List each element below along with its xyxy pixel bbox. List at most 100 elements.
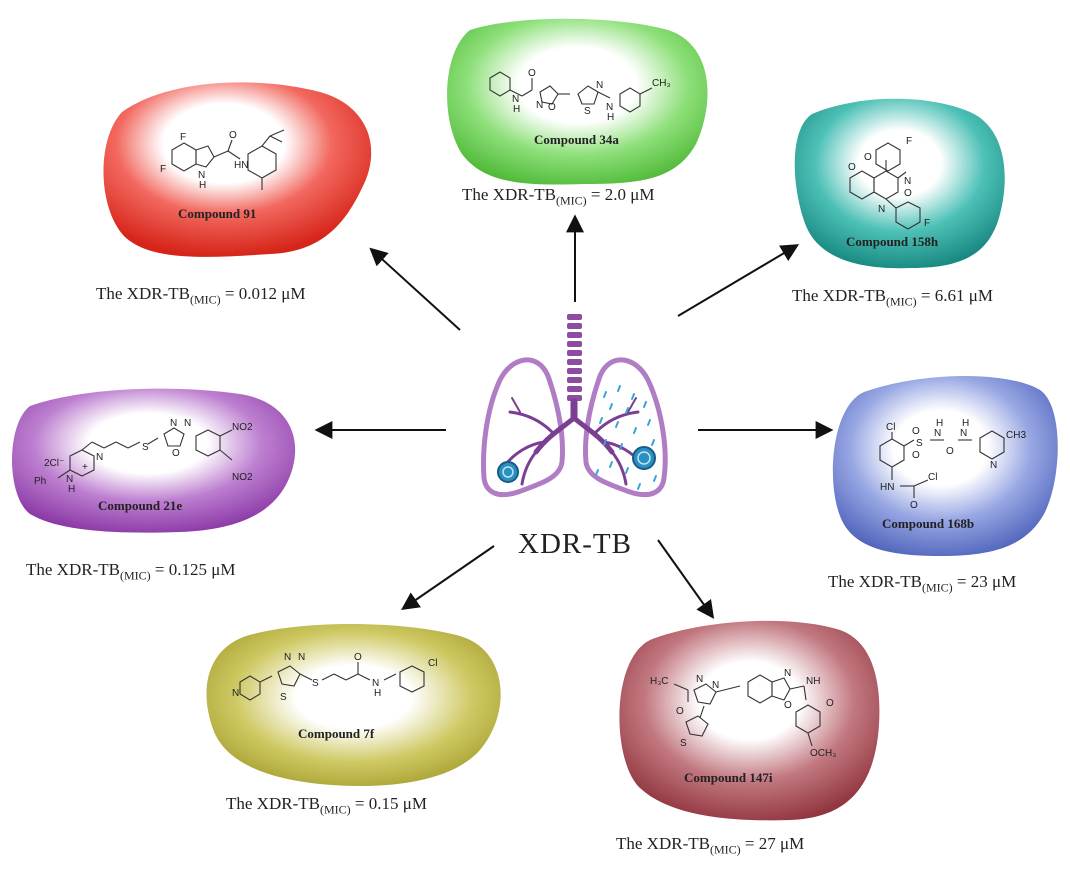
- compound-21e-mic: The XDR-TB(MIC) = 0.125 μM: [26, 560, 235, 583]
- svg-text:N: N: [66, 474, 73, 485]
- svg-text:F: F: [924, 218, 930, 229]
- svg-text:N: N: [596, 80, 603, 91]
- svg-text:N: N: [232, 688, 239, 699]
- arrows: [314, 214, 834, 619]
- svg-text:H: H: [513, 104, 520, 115]
- svg-text:N: N: [934, 428, 941, 439]
- svg-text:S: S: [916, 438, 923, 449]
- svg-text:H: H: [607, 112, 614, 123]
- svg-text:N: N: [536, 100, 543, 111]
- compound-21e-atoms: NO2 NO2 N N O S N 2Cl⁻ Ph N H +: [34, 418, 253, 495]
- mic-value: = 23 μM: [952, 572, 1017, 591]
- bronchi-icon: [504, 397, 644, 486]
- svg-text:H: H: [962, 418, 969, 429]
- svg-text:O: O: [784, 700, 792, 711]
- svg-text:H: H: [199, 180, 206, 191]
- compound-168b-atoms: Cl S O O H N H N N O CH3 HN O Cl: [880, 418, 1026, 511]
- bacteria-icon: [497, 446, 656, 483]
- trachea-icon: [567, 314, 582, 401]
- svg-text:S: S: [280, 692, 287, 703]
- svg-text:S: S: [142, 442, 149, 453]
- mic-value: = 0.125 μM: [150, 560, 236, 579]
- svg-text:O: O: [912, 450, 920, 461]
- mic-subscript: (MIC): [921, 580, 953, 595]
- left-lung-icon: [481, 357, 565, 498]
- compound-147i-name: Compound 147i: [684, 770, 773, 785]
- svg-text:Cl: Cl: [886, 422, 895, 433]
- svg-text:O: O: [848, 162, 856, 173]
- mic-prefix: The XDR-TB: [792, 286, 886, 305]
- mic-subscript: (MIC): [555, 193, 587, 208]
- svg-text:2Cl⁻: 2Cl⁻: [44, 458, 64, 469]
- svg-text:O: O: [676, 706, 684, 717]
- svg-text:S: S: [584, 106, 591, 117]
- arrow-to-compound-147i: [657, 539, 715, 619]
- mic-subscript: (MIC): [709, 842, 741, 857]
- arrow-to-compound-7f: [401, 545, 495, 611]
- mic-subscript: (MIC): [119, 568, 151, 583]
- compound-91-mic: The XDR-TB(MIC) = 0.012 μM: [96, 284, 305, 307]
- svg-text:Cl: Cl: [428, 658, 437, 669]
- svg-text:O: O: [528, 68, 536, 79]
- compound-34a-blob: N H O N O N S N H CH₃ Compound 34a: [447, 18, 708, 185]
- compound-168b-structure: [879, 430, 1005, 498]
- compound-91-blob: F F N H O HN Compound 91: [103, 82, 372, 257]
- compound-91-structure: [171, 129, 285, 190]
- svg-text:N: N: [284, 652, 291, 663]
- svg-text:O: O: [910, 500, 918, 511]
- svg-text:S: S: [312, 678, 319, 689]
- svg-text:HN: HN: [880, 482, 894, 493]
- mic-value: = 27 μM: [740, 834, 805, 853]
- svg-text:N: N: [904, 176, 911, 187]
- svg-text:N: N: [696, 674, 703, 685]
- svg-text:O: O: [904, 188, 912, 199]
- svg-text:N: N: [170, 418, 177, 429]
- compound-21e-blob: NO2 NO2 N N O S N 2Cl⁻ Ph N H + Compound…: [12, 388, 296, 533]
- compound-91-atoms: F F N H O HN: [160, 130, 248, 191]
- svg-text:O: O: [229, 130, 237, 141]
- svg-text:OCH₃: OCH₃: [810, 748, 836, 759]
- svg-text:Ph: Ph: [34, 476, 46, 487]
- svg-text:F: F: [180, 132, 186, 143]
- svg-text:N: N: [298, 652, 305, 663]
- arrow-to-compound-91: [369, 247, 461, 331]
- svg-text:O: O: [864, 152, 872, 163]
- svg-text:N: N: [960, 428, 967, 439]
- compound-168b-name: Compound 168b: [882, 516, 974, 531]
- mic-value: = 6.61 μM: [916, 286, 993, 305]
- compound-147i-atoms: H₃C O N N N O NH O S OCH₃: [650, 668, 836, 759]
- svg-text:N: N: [372, 678, 379, 689]
- svg-text:+: +: [82, 462, 88, 473]
- compound-7f-structure: [239, 662, 425, 701]
- svg-text:CH3: CH3: [1006, 430, 1026, 441]
- mic-prefix: The XDR-TB: [462, 185, 556, 204]
- mic-subscript: (MIC): [885, 294, 917, 309]
- svg-text:NO2: NO2: [232, 422, 253, 433]
- svg-text:H: H: [68, 484, 75, 495]
- compound-21e-name: Compound 21e: [98, 498, 182, 513]
- svg-text:N: N: [990, 460, 997, 471]
- svg-text:O: O: [548, 102, 556, 113]
- svg-text:O: O: [946, 446, 954, 457]
- compound-7f-atoms: N N N S S O N H Cl: [232, 652, 437, 703]
- compound-168b-blob: Cl S O O H N H N N O CH3 HN O Cl Compoun…: [832, 375, 1058, 556]
- compound-34a-structure: [489, 71, 653, 113]
- svg-text:N: N: [784, 668, 791, 679]
- svg-text:NH: NH: [806, 676, 820, 687]
- svg-text:F: F: [906, 136, 912, 147]
- svg-text:F: F: [160, 164, 166, 175]
- center-label: XDR-TB: [518, 528, 632, 560]
- compound-21e-structure: [57, 427, 233, 479]
- compound-91-name: Compound 91: [178, 206, 256, 221]
- arrow-to-compound-158h: [677, 244, 800, 317]
- mic-subscript: (MIC): [319, 802, 351, 817]
- svg-text:CH₃: CH₃: [652, 78, 671, 89]
- svg-text:N: N: [96, 452, 103, 463]
- mic-prefix: The XDR-TB: [96, 284, 190, 303]
- mic-value: = 2.0 μM: [586, 185, 655, 204]
- mic-value: = 0.15 μM: [350, 794, 427, 813]
- svg-text:H₃C: H₃C: [650, 676, 669, 687]
- svg-text:O: O: [172, 448, 180, 459]
- compound-7f-name: Compound 7f: [298, 726, 375, 741]
